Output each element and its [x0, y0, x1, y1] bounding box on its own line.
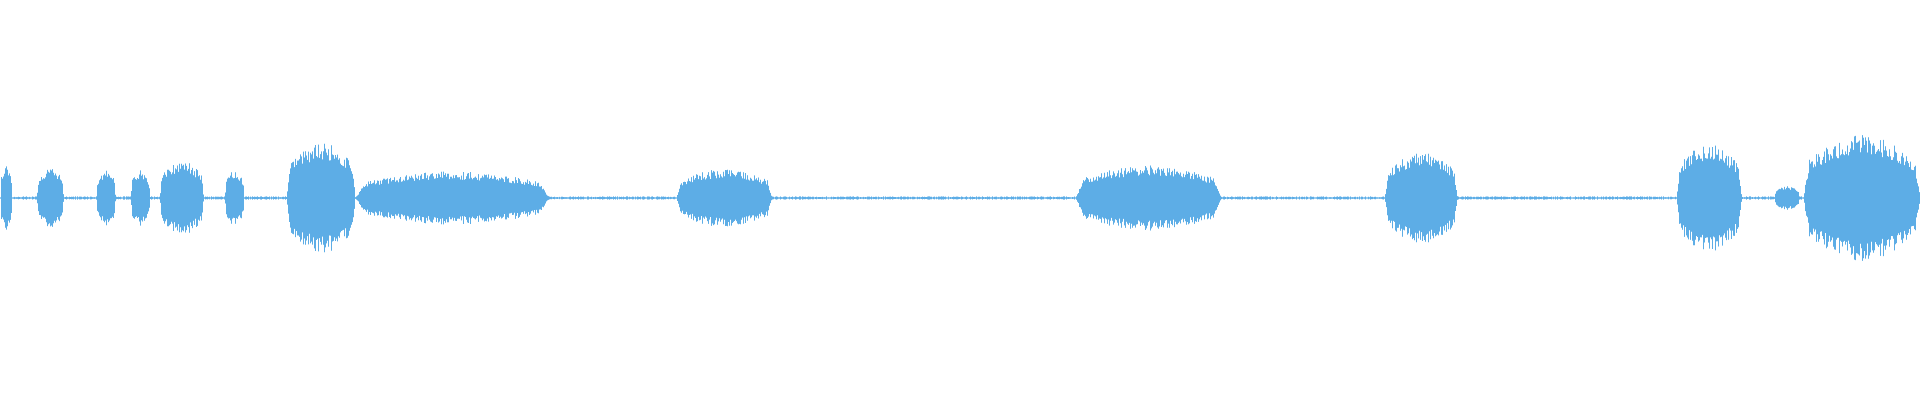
- audio-region-5[interactable]: [159, 164, 203, 232]
- audio-region-11[interactable]: [1384, 156, 1457, 240]
- audio-region-12[interactable]: [1676, 149, 1741, 248]
- audio-region-1[interactable]: [0, 168, 12, 227]
- audio-region-8[interactable]: [355, 174, 549, 222]
- audio-region-3[interactable]: [96, 172, 115, 225]
- audio-region-4[interactable]: [131, 173, 150, 224]
- waveform-bars: [0, 135, 1920, 261]
- waveform-path: [0, 135, 1920, 261]
- audio-region-13[interactable]: [1774, 187, 1799, 209]
- audio-region-7[interactable]: [286, 147, 355, 248]
- audio-region-9[interactable]: [676, 172, 772, 225]
- audio-region-2[interactable]: [37, 171, 64, 226]
- audio-region-10[interactable]: [1075, 168, 1221, 227]
- audio-region-14[interactable]: [1803, 141, 1920, 255]
- audio-region-6[interactable]: [225, 173, 244, 224]
